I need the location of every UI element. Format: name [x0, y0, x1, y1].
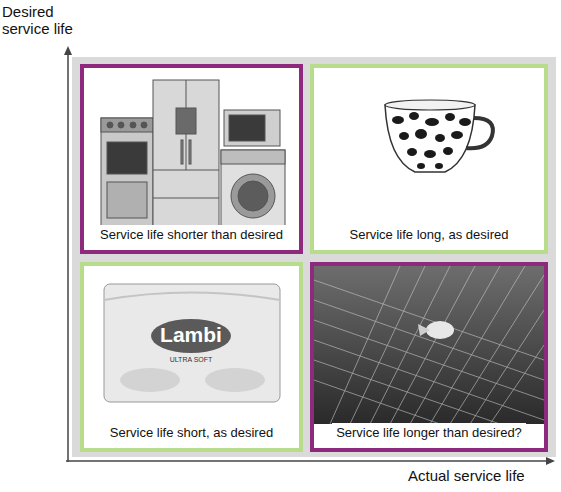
quadrant-caption: Service life shorter than desired [96, 225, 287, 244]
quadrant-caption: Service life long, as desired [346, 225, 513, 244]
axis-label: Desired service life [2, 3, 94, 38]
quadrant-caption: Service life short, as desired [106, 423, 277, 442]
cup-photo [385, 100, 493, 172]
brand-label: ULTRA SOFT [151, 356, 231, 364]
axis-label: Actual service life [408, 467, 558, 484]
net-photo [314, 266, 544, 424]
appliances-photo [101, 80, 285, 226]
quadrant-box: Service life longer than desired? [310, 262, 548, 452]
axes [64, 46, 555, 465]
quadrant-box: Service life shorter than desired [80, 64, 303, 254]
quadrant-caption: Service life longer than desired? [332, 423, 526, 442]
quadrant-box: Service life long, as desired [310, 64, 548, 254]
brand-label: Lambi [151, 323, 231, 347]
grid-panel [72, 57, 556, 457]
tissue-pack-photo [104, 284, 280, 402]
